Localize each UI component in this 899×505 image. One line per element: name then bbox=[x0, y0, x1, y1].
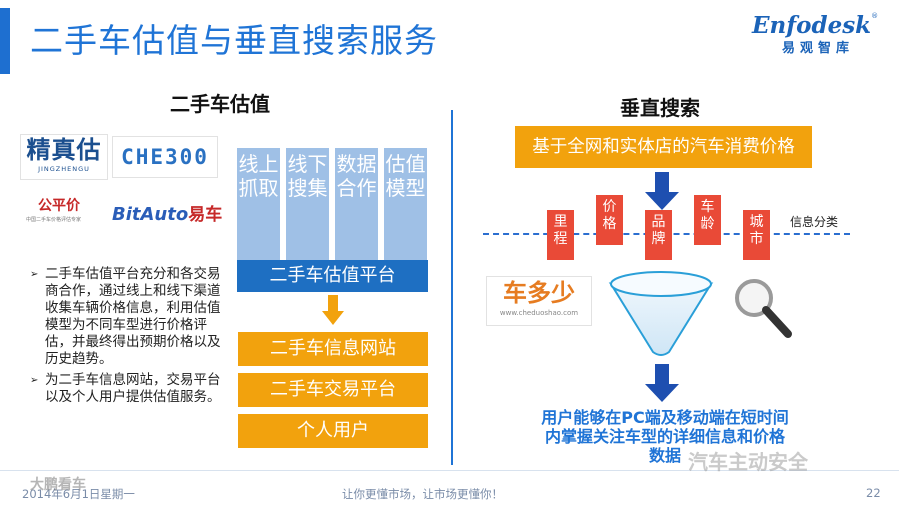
bullet-list: 二手车估值平台充分和各交易商合作，通过线上和线下渠道收集车辆价格信息，利用估值模… bbox=[30, 266, 225, 410]
bullet-item: 二手车估值平台充分和各交易商合作，通过线上和线下渠道收集车辆价格信息，利用估值模… bbox=[30, 266, 225, 368]
channel-online: 线上抓取 bbox=[237, 148, 280, 260]
cheduoshao-logo-url: www.cheduoshao.com bbox=[499, 309, 579, 317]
tag-mileage: 里程 bbox=[547, 210, 574, 260]
output-personal-users: 个人用户 bbox=[238, 414, 428, 448]
gongpingjia-logo-sub: 中国二手车价格评估专家 bbox=[26, 217, 82, 223]
channel-valuation-model: 估值模型 bbox=[384, 148, 427, 260]
che300-logo: CHE300 bbox=[112, 136, 218, 178]
tag-price: 价格 bbox=[596, 195, 623, 245]
arrow-down-icon bbox=[322, 295, 344, 325]
bitauto-logo-cn: 易车 bbox=[188, 205, 223, 225]
bullet-item: 为二手车信息网站，交易平台以及个人用户提供估值服务。 bbox=[30, 372, 225, 406]
bitauto-logo: BitAuto易车 bbox=[112, 200, 230, 228]
info-category-label: 信息分类 bbox=[790, 215, 839, 229]
channel-data-cooperation: 数据合作 bbox=[335, 148, 378, 260]
vertical-source-box: 基于全网和实体店的汽车消费价格 bbox=[515, 126, 812, 168]
footer-date: 2014年6月1日星期一 bbox=[22, 487, 135, 501]
magnifier-icon bbox=[735, 279, 792, 338]
arrow-down-icon bbox=[645, 364, 679, 402]
bitauto-logo-en: BitAuto bbox=[112, 204, 189, 225]
right-heading: 垂直搜索 bbox=[620, 96, 700, 120]
cheduoshao-logo-cn: 车多少 bbox=[503, 279, 575, 307]
tag-brand: 品牌 bbox=[645, 210, 672, 260]
footer-slogan: 让你更懂市场，让市场更懂你！ bbox=[342, 487, 503, 501]
logo-text: Enfodesk bbox=[752, 12, 872, 39]
channel-offline: 线下搜集 bbox=[286, 148, 329, 260]
slide-title: 二手车估值与垂直搜索服务 bbox=[30, 21, 438, 60]
watermark-left: 大鹏看车 bbox=[30, 477, 86, 493]
logo-trademark: ® bbox=[871, 12, 879, 20]
title-accent-bar bbox=[0, 8, 10, 74]
tag-car-age: 车龄 bbox=[694, 195, 721, 245]
footer-page-number: 22 bbox=[866, 486, 881, 500]
cheduoshao-logo: 车多少 www.cheduoshao.com bbox=[486, 276, 592, 326]
left-heading: 二手车估值 bbox=[170, 92, 270, 116]
enfodesk-logo: Enfodesk® 易观智库 bbox=[752, 12, 882, 62]
footer-line bbox=[0, 470, 899, 471]
tag-city: 城市 bbox=[743, 210, 770, 260]
result-text: 用户能够在PC端及移动端在短时间内掌握关注车型的详细信息和价格数据 bbox=[541, 408, 789, 465]
section-divider bbox=[451, 110, 453, 465]
jingzhengu-logo-cn: 精真估 bbox=[26, 136, 102, 164]
jingzhengu-logo-en: JINGZHENGU bbox=[38, 165, 90, 173]
output-info-website: 二手车信息网站 bbox=[238, 332, 428, 366]
logo-chinese: 易观智库 bbox=[782, 41, 855, 56]
gongpingjia-logo-cn: 公平价 bbox=[38, 198, 80, 214]
funnel-icon bbox=[608, 271, 714, 356]
gongpingjia-logo: 公平价 中国二手车价格评估专家 bbox=[26, 196, 104, 236]
che300-logo-text: CHE300 bbox=[121, 145, 209, 169]
valuation-platform: 二手车估值平台 bbox=[237, 260, 428, 292]
arrow-down-icon bbox=[645, 172, 679, 210]
jingzhengu-logo: 精真估 JINGZHENGU bbox=[20, 134, 108, 180]
watermark-right: 汽车主动安全 bbox=[688, 450, 808, 474]
output-trading-platform: 二手车交易平台 bbox=[238, 373, 428, 407]
